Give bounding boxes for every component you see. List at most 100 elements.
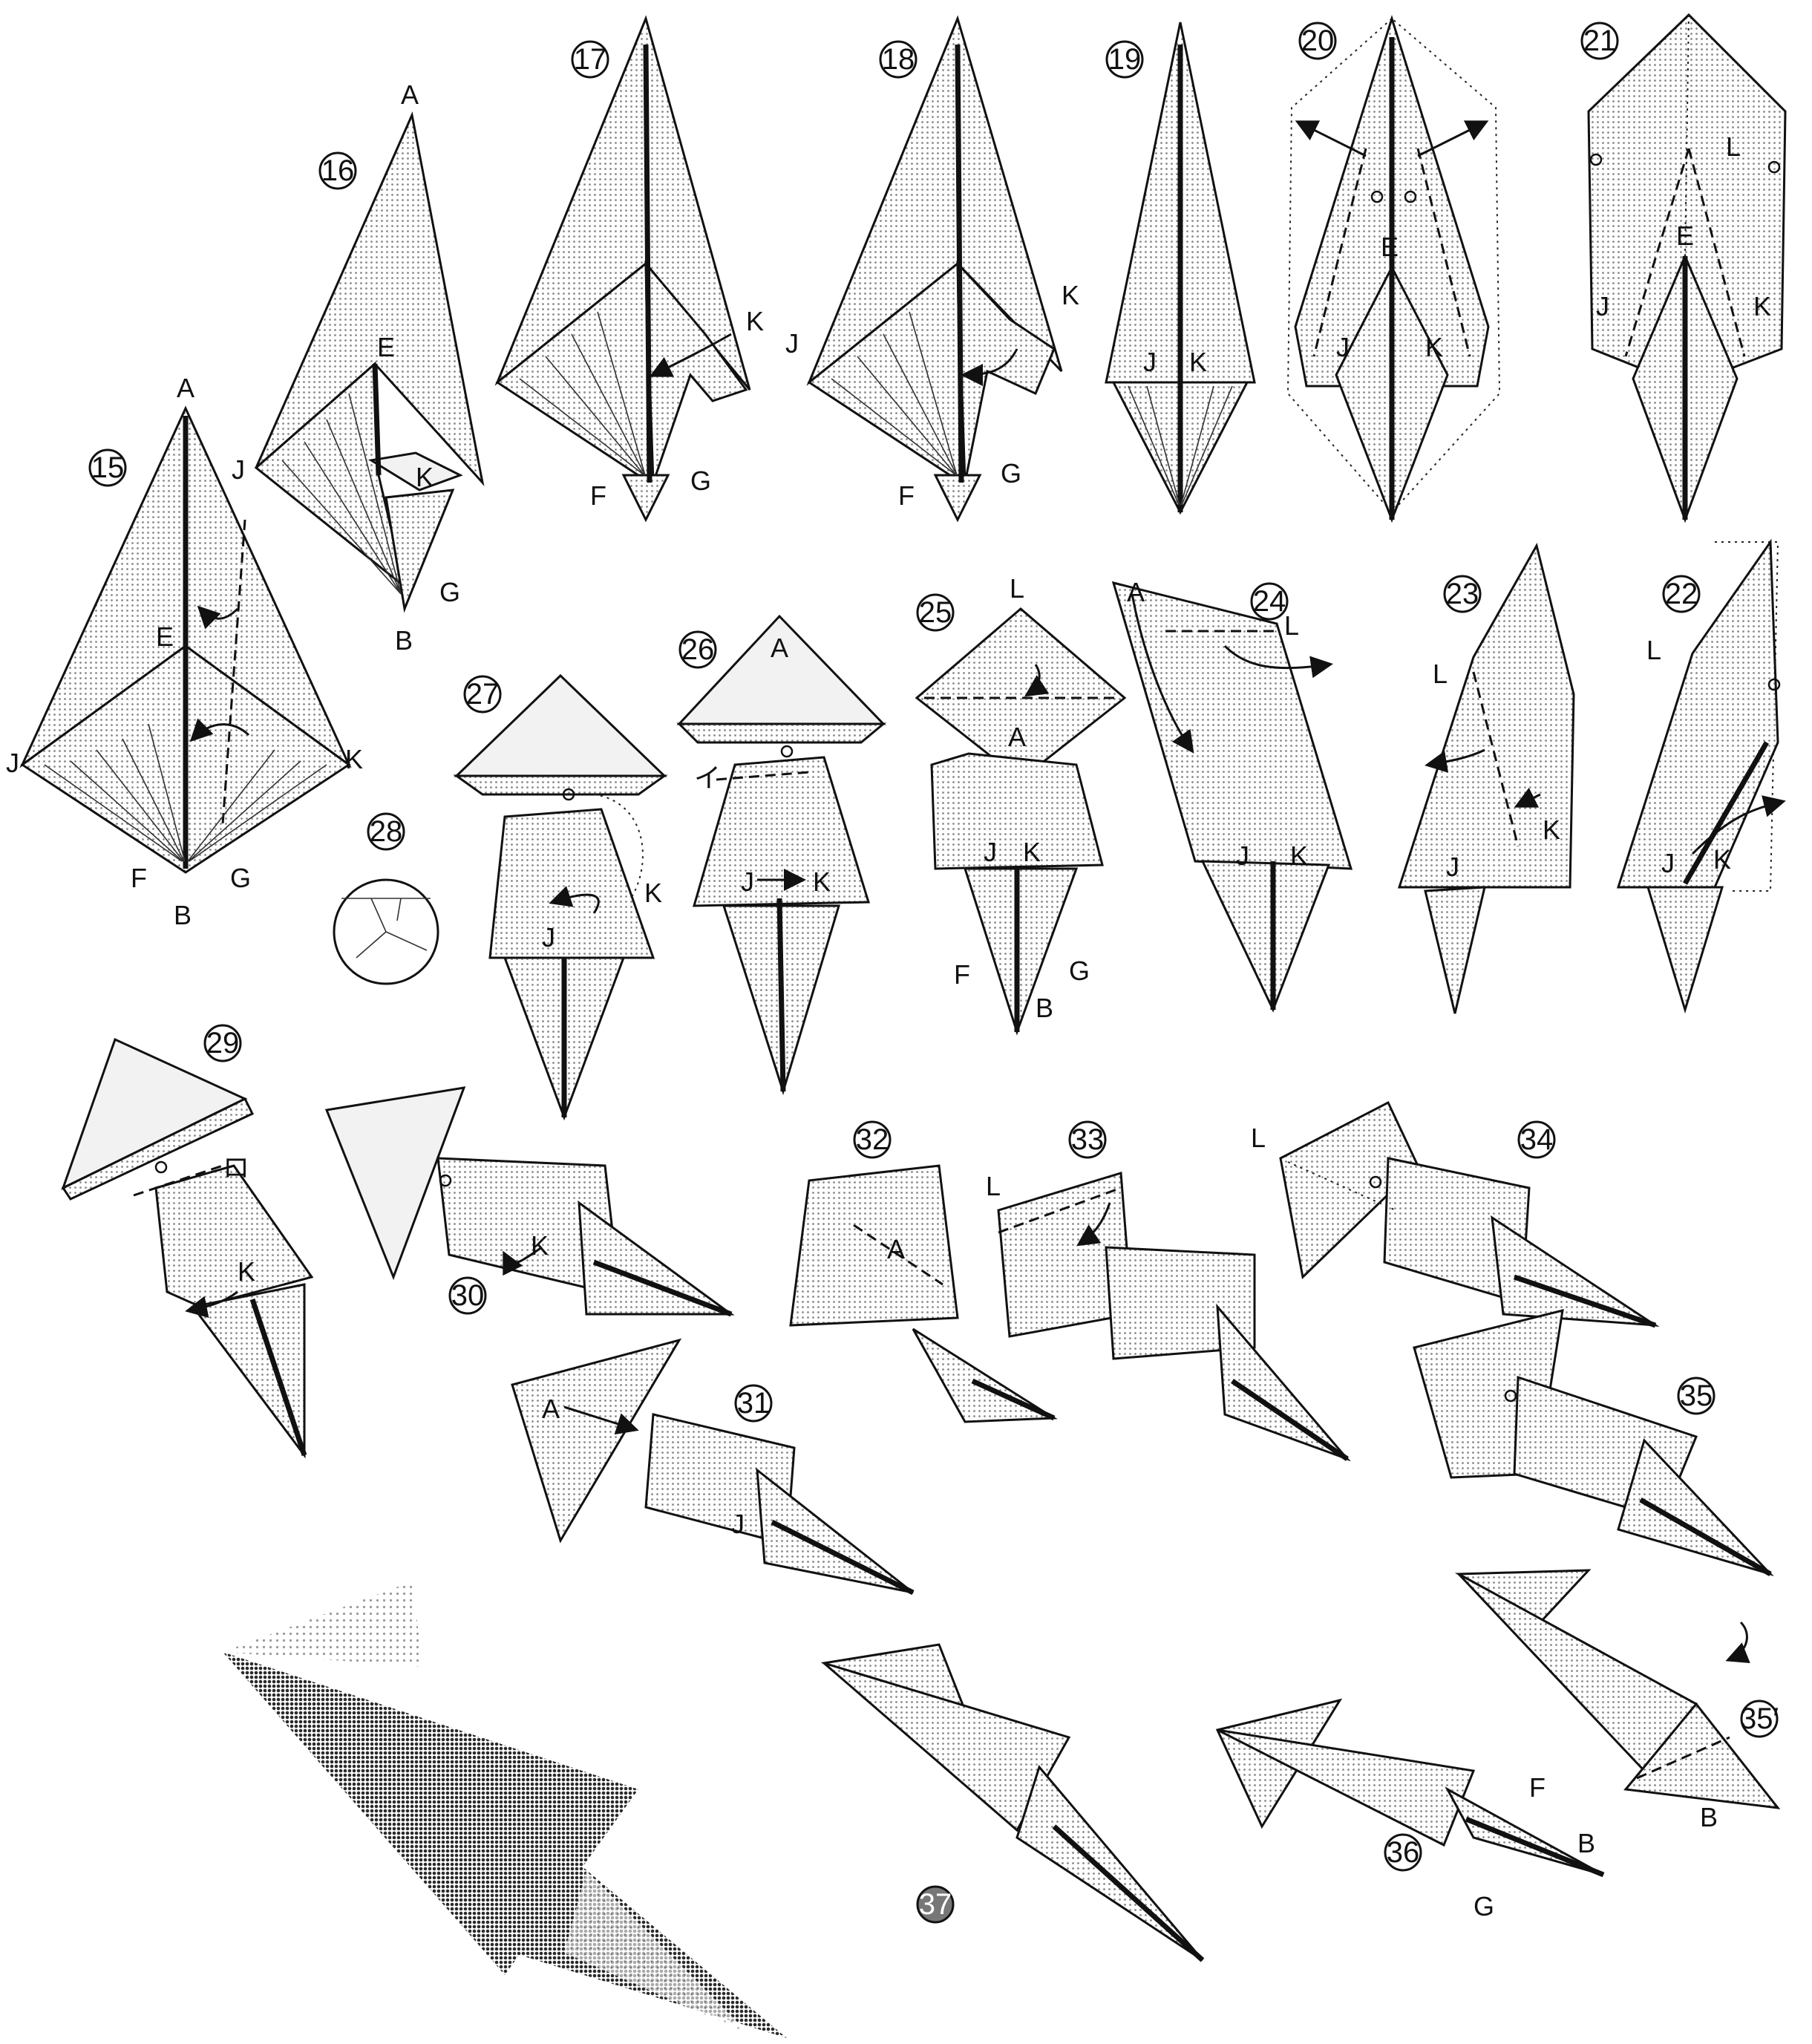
step-27: 27 J K: [457, 676, 664, 1117]
step-35: 35: [1414, 1310, 1770, 1574]
point-label-k: K: [746, 306, 764, 336]
point-label-k: K: [1753, 291, 1771, 321]
point-label-e: E: [156, 621, 174, 652]
point-label-a: A: [1127, 577, 1145, 607]
point-label-l: L: [1433, 659, 1448, 689]
step-29: 29 ロ K: [63, 1025, 312, 1455]
step-number: 35: [1680, 1379, 1713, 1412]
point-label-g: G: [1069, 956, 1090, 986]
step-16: 16 A E J K G B: [232, 79, 483, 656]
point-label-l: L: [1251, 1123, 1266, 1153]
point-label-b: B: [1700, 1802, 1718, 1832]
point-label-f: F: [590, 480, 606, 511]
point-label-k: K: [1290, 840, 1308, 871]
point-label-j: J: [741, 866, 754, 897]
step-number: 21: [1583, 25, 1617, 57]
point-label-l: L: [1726, 131, 1741, 162]
point-label-a: A: [177, 373, 194, 403]
point-label-b: B: [1577, 1828, 1595, 1858]
step-number: 36: [1387, 1836, 1420, 1869]
step-number: 24: [1253, 585, 1286, 618]
point-label-ro: ロ: [223, 1152, 249, 1183]
point-label-g: G: [439, 577, 460, 607]
point-label-j: J: [542, 922, 555, 953]
point-label-i: イ: [694, 763, 721, 793]
point-label-j: J: [1446, 852, 1459, 882]
point-label-k: K: [238, 1256, 255, 1287]
finished-squid-photo: [223, 1581, 787, 2038]
point-label-j: J: [1143, 347, 1157, 377]
point-label-e: E: [1381, 232, 1399, 262]
step-23: 23 L J K: [1399, 546, 1574, 1013]
step-number: 23: [1446, 578, 1479, 610]
point-label-j: J: [232, 454, 245, 485]
step-number: 17: [574, 43, 607, 76]
point-label-g: G: [690, 466, 711, 496]
point-label-f: F: [898, 480, 915, 511]
step-number: 15: [91, 451, 125, 484]
point-label-k: K: [1189, 347, 1207, 377]
step-number: 18: [882, 43, 915, 76]
step-21: 21 L E J K: [1582, 15, 1785, 520]
step-31: 31 A J: [512, 1340, 913, 1593]
step-number: 25: [919, 596, 952, 629]
point-label-a: A: [771, 633, 788, 663]
point-label-a: A: [401, 79, 419, 110]
step-24: 24 A L J K: [1113, 577, 1351, 1010]
point-label-l: L: [1010, 573, 1024, 604]
point-label-k: K: [1062, 280, 1079, 310]
point-label-j: J: [1236, 840, 1249, 871]
step-26: 26 A イ J K: [679, 616, 883, 1091]
step-number: 35′: [1740, 1702, 1779, 1735]
point-label-e: E: [377, 332, 395, 362]
point-label-b: B: [395, 625, 413, 656]
step-number: 26: [681, 633, 715, 666]
point-label-j: J: [731, 1509, 745, 1539]
step-25: 25 L A J K F G B: [917, 573, 1125, 1032]
point-label-l: L: [1284, 610, 1299, 641]
step-number: 28: [370, 815, 403, 848]
step-number: 30: [451, 1279, 485, 1312]
point-label-k: K: [345, 744, 363, 774]
point-label-a: A: [1008, 722, 1026, 752]
point-label-f: F: [1529, 1772, 1546, 1803]
step-22: 22 L J K: [1618, 542, 1782, 1010]
point-label-k: K: [813, 866, 831, 897]
point-label-k: K: [644, 878, 662, 908]
point-label-b: B: [174, 900, 192, 930]
point-label-b: B: [1036, 993, 1053, 1023]
step-35-prime: 35′ B: [1459, 1570, 1779, 1832]
point-label-k: K: [531, 1230, 549, 1261]
point-label-j: J: [1596, 291, 1609, 321]
point-label-j: J: [6, 748, 19, 778]
step-number: 16: [321, 154, 355, 187]
point-label-g: G: [1474, 1891, 1494, 1921]
step-30: 30 K: [327, 1088, 731, 1314]
point-label-k: K: [1023, 837, 1041, 867]
point-label-g: G: [1001, 458, 1021, 489]
point-label-k: K: [416, 462, 434, 492]
point-label-j: J: [1661, 848, 1675, 878]
point-label-a: A: [887, 1234, 905, 1264]
point-label-l: L: [986, 1171, 1001, 1201]
step-37: 37: [824, 1645, 1203, 1960]
step-19: 19 J K: [1106, 22, 1255, 512]
step-number: 27: [466, 678, 500, 711]
step-34: 34 L: [1251, 1103, 1655, 1325]
point-label-g: G: [230, 863, 251, 893]
point-label-f: F: [954, 959, 970, 990]
step-17: 17 K F G: [497, 19, 764, 520]
step-18: 18 K J F G: [785, 19, 1079, 520]
point-label-k: K: [1713, 844, 1731, 875]
point-label-e: E: [1676, 221, 1694, 251]
point-label-l: L: [1646, 635, 1661, 665]
step-number: 34: [1520, 1123, 1554, 1156]
step-number: 32: [856, 1123, 889, 1156]
point-label-k: K: [1425, 332, 1443, 362]
step-number: 22: [1665, 578, 1698, 610]
step-20: 20 E J K: [1288, 19, 1499, 520]
point-label-k: K: [1543, 814, 1560, 845]
step-36: 36 F B G: [1217, 1700, 1603, 1921]
point-label-j: J: [1336, 332, 1350, 362]
